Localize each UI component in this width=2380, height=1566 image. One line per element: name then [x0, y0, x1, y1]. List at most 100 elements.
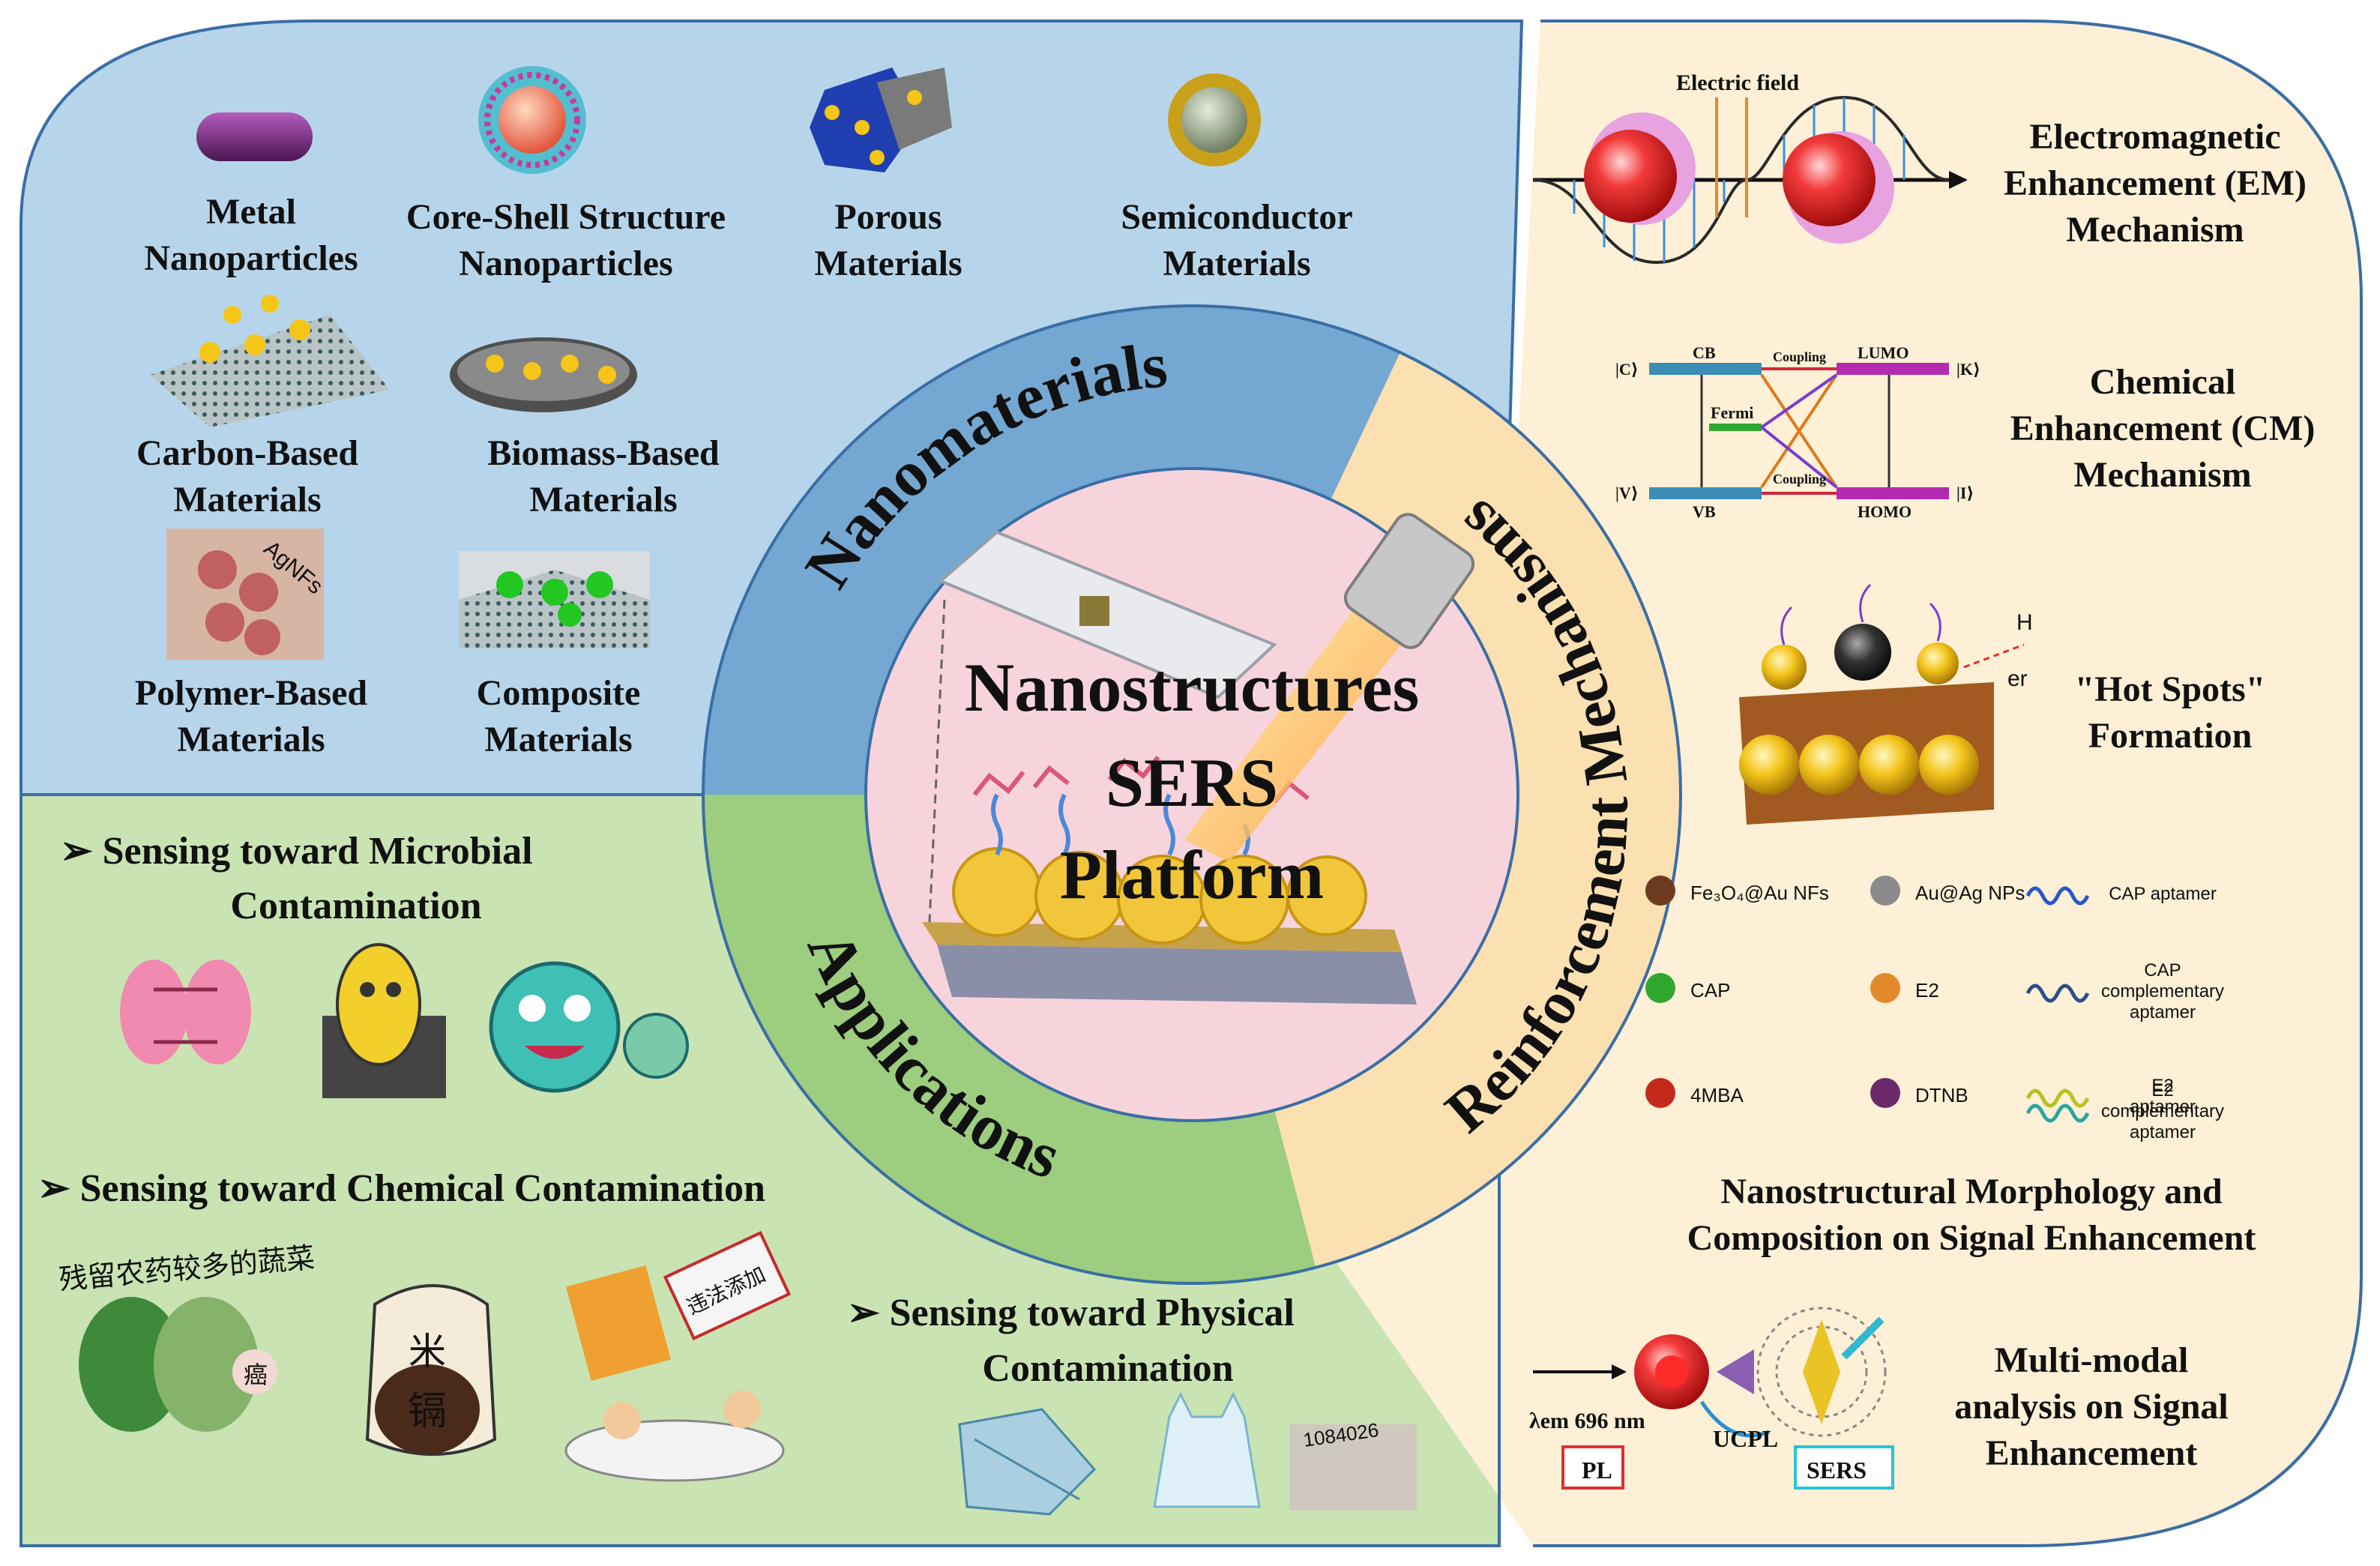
mechanisms-border: [1533, 19, 2363, 1547]
legend-swatch: [1870, 973, 1900, 1003]
label-polymer-line1: Polymer-Based: [135, 673, 367, 713]
label-morphology-line1: Nanostructural Morphology and: [1720, 1172, 2223, 1211]
cm-label-cb: CB: [1693, 343, 1716, 362]
legend-swatch: [1870, 1078, 1900, 1108]
center-title-line1: Nanostructures: [965, 649, 1420, 726]
legend-label: Fe₃O₄@Au NFs: [1690, 882, 1829, 904]
label-porous-line1: Porous: [834, 197, 942, 237]
legend-label: aptamer: [2130, 1002, 2196, 1023]
legend-label: aptamer: [2130, 1122, 2196, 1142]
rice-bag-icon: 米 镉: [365, 1284, 497, 1456]
cm-label-homo: HOMO: [1858, 502, 1911, 521]
cm-energy-diagram: |C⟩ CB Coupling LUMO |K⟩ Fermi |V⟩ VB Co…: [1615, 343, 1980, 521]
legend-label: complementary: [2101, 1101, 2224, 1121]
label-physical-line1: ➢ Sensing toward Physical: [847, 1292, 1295, 1334]
label-cm-line1: Chemical: [2090, 362, 2236, 402]
rice-char: 米: [409, 1331, 446, 1373]
label-metal-line2: Nanoparticles: [144, 238, 358, 278]
label-hotspots-line2: Formation: [2088, 716, 2253, 756]
label-polymer-line2: Materials: [177, 720, 325, 759]
label-multimodal-line2: analysis on Signal: [1954, 1387, 2228, 1427]
label-chemical: ➢ Sensing toward Chemical Contamination: [37, 1167, 765, 1210]
legend-swatch: [2025, 1088, 2090, 1108]
lung-cartoon-icon: [120, 960, 251, 1064]
label-composite-line2: Materials: [484, 720, 632, 759]
label-biomass-line2: Materials: [529, 480, 677, 520]
label-microbial-line1: ➢ Sensing toward Microbial: [60, 830, 533, 873]
legend-item: Fe₃O₄@Au NFs: [1645, 876, 1829, 906]
legend-label: E2: [2151, 1076, 2173, 1096]
sick-char: 癌: [244, 1361, 268, 1388]
carbon-material-icon: [150, 295, 390, 427]
legend-label: Au@Ag NPs: [1915, 882, 2025, 904]
label-carbon-line1: Carbon-Based: [136, 433, 358, 473]
label-metal-line1: Metal: [206, 192, 296, 232]
label-coreshell-line2: Nanoparticles: [459, 244, 672, 283]
legend-label: E2: [1915, 979, 1939, 1002]
cm-label-v: |V⟩: [1615, 484, 1639, 502]
legend-label: E2: [2151, 1080, 2173, 1100]
food-additive-icon: 违法添加: [564, 1230, 792, 1482]
legend-item: CAP aptamer: [2025, 884, 2217, 906]
hair-fragment-icon: 1084026: [1289, 1418, 1417, 1511]
hotspot-illustration: H er: [1739, 583, 2033, 825]
chip-icon: [938, 530, 1277, 699]
label-physical-line2: Contamination: [982, 1347, 1233, 1390]
cm-label-i: |I⟩: [1956, 484, 1974, 502]
metal-nanoparticle-icon: [196, 112, 313, 161]
multimodal-illustration: λem 696 nm PL UCPL SERS: [1529, 1307, 1894, 1490]
label-em-line3: Mechanism: [2066, 210, 2244, 250]
label-semiconductor-line1: Semiconductor: [1121, 197, 1352, 237]
legend-swatch: [2025, 886, 2090, 906]
hotspot-side-label-er: er: [2007, 666, 2028, 691]
legend-label: aptamer: [2130, 1097, 2196, 1117]
label-multimodal-line1: Multi-modal: [1995, 1340, 2189, 1380]
virus-cartoon-icon: [489, 961, 689, 1093]
composite-material-icon: [459, 551, 650, 648]
bacteria-cartoon-icon: [322, 943, 446, 1098]
laser-probe-icon: [1343, 513, 1475, 649]
cm-label-coupling-bottom: Coupling: [1773, 472, 1826, 487]
legend-label: CAP: [2144, 960, 2181, 981]
core-shell-icon: [478, 66, 586, 174]
cm-label-c: |C⟩: [1615, 360, 1639, 379]
label-composite-line1: Composite: [477, 673, 641, 713]
label-em-line2: Enhancement (EM): [2004, 163, 2307, 203]
porous-material-icon: [810, 67, 952, 172]
legend-label: CAP aptamer: [2109, 884, 2217, 904]
semiconductor-material-icon: [1168, 73, 1261, 166]
label-semiconductor-line2: Materials: [1163, 244, 1310, 283]
electric-field-label: Electric field: [1676, 70, 1799, 95]
ucpl-label: UCPL: [1713, 1425, 1778, 1452]
hotspot-side-label-h: H: [2016, 610, 2033, 635]
plastic-bag-icon: [1153, 1391, 1261, 1508]
cm-label-coupling-top: Coupling: [1773, 349, 1826, 364]
label-em-line1: Electromagnetic: [2030, 117, 2281, 157]
label-microbial-line2: Contamination: [230, 885, 481, 927]
em-mechanism-illustration: Electric field: [1532, 70, 1968, 265]
label-porous-line2: Materials: [814, 244, 962, 283]
label-cm-line3: Mechanism: [2073, 455, 2251, 495]
sers-platform-illustration: [922, 513, 1475, 1005]
label-multimodal-line3: Enhancement: [1986, 1433, 2198, 1473]
legend-item: E2: [1870, 973, 1939, 1003]
legend-label: DTNB: [1915, 1084, 1968, 1106]
legend-swatch: [1645, 876, 1675, 906]
cadmium-char: 镉: [408, 1390, 447, 1433]
center-title-line3: Platform: [1060, 837, 1325, 913]
legend-label: complementary: [2101, 981, 2224, 1002]
pl-label: PL: [1582, 1457, 1612, 1484]
vegetable-cartoon-icon: 残留农药较多的蔬菜 癌: [58, 1242, 316, 1432]
cm-label-lumo: LUMO: [1858, 343, 1908, 362]
nanomaterials-border: [19, 19, 1524, 796]
legend-label: 4MBA: [1690, 1084, 1744, 1106]
label-carbon-line2: Materials: [173, 480, 321, 520]
legend-swatch: [2025, 984, 2090, 1003]
label-hotspots-line1: "Hot Spots": [2075, 669, 2266, 709]
glass-shard-icon: [958, 1408, 1097, 1516]
